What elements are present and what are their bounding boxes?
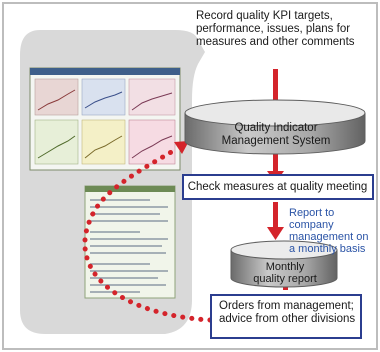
system-cylinder [184,99,366,155]
feedback-arrowhead [174,141,189,154]
meeting-label: Check measures at quality meeting [187,181,368,193]
orders-label: Orders from management; advice from othe… [219,300,356,325]
orders-box: Orders from management; advice from othe… [210,294,362,339]
feedback-dotted-arrow [82,145,213,323]
report-cylinder [230,240,338,288]
meeting-box: Check measures at quality meeting [182,174,374,200]
top-note: Record quality KPI targets, performance,… [196,10,355,48]
monthly-report-label: Monthly quality report [253,261,317,285]
kpi-dashboard-thumbnail [29,67,181,171]
system-label: Quality Indicator Management System [221,122,331,147]
report-note: Report to company management on a monthl… [289,207,369,255]
